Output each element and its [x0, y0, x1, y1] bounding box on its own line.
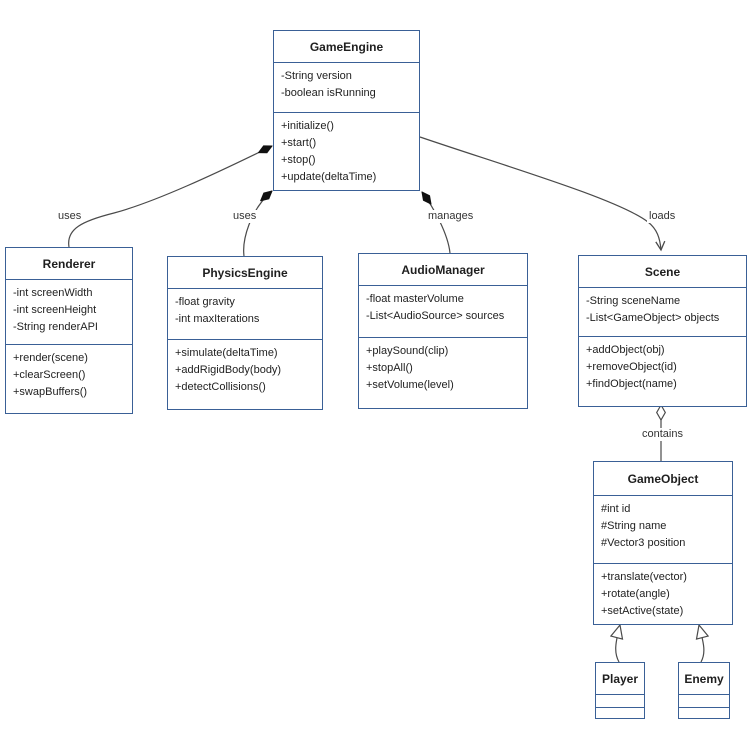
- attributes-compartment: -float masterVolume -List<AudioSource> so…: [359, 285, 527, 337]
- methods-compartment: +translate(vector) +rotate(angle) +setActi…: [594, 563, 732, 624]
- methods-compartment: +simulate(deltaTime) +addRigidBody(body) +…: [168, 339, 322, 409]
- method-line: +stopAll(): [366, 362, 413, 374]
- method-line: +start(): [281, 137, 317, 149]
- methods-compartment: +addObject(obj) +removeObject(id) +findObj…: [579, 336, 746, 406]
- attributes-compartment: -int screenWidth -int screenHeight -String…: [6, 279, 132, 344]
- class-box-physicsengine[interactable]: PhysicsEngine -float gravity -int maxIter…: [167, 256, 323, 410]
- attribute-line: -float masterVolume: [366, 293, 464, 305]
- edge-label-manages: manages: [426, 210, 476, 223]
- methods-compartment: +playSound(clip) +stopAll() +setVolume(lev…: [359, 337, 527, 408]
- method-line: +setActive(state): [601, 605, 684, 617]
- methods-compartment-empty: [679, 707, 729, 718]
- class-box-gameengine[interactable]: GameEngine -String version -boolean isRun…: [273, 30, 420, 191]
- method-line: +playSound(clip): [366, 345, 449, 357]
- edge-label-loads: loads: [647, 210, 678, 223]
- attributes-compartment-empty: [596, 694, 644, 707]
- method-line: +findObject(name): [586, 378, 677, 390]
- methods-compartment: +initialize() +start() +stop() +update(delt…: [274, 112, 419, 190]
- method-line: +addRigidBody(body): [175, 364, 282, 376]
- attribute-line: #String name: [601, 520, 667, 532]
- method-line: +stop(): [281, 154, 316, 166]
- method-line: +setVolume(level): [366, 379, 454, 391]
- edge-physicsengine-uses-gameengine[interactable]: [243, 191, 272, 257]
- class-box-audiomanager[interactable]: AudioManager -float masterVolume -List<Au…: [358, 253, 528, 409]
- edge-label-uses-physics: uses: [231, 210, 259, 223]
- attribute-line: -int screenHeight: [13, 304, 97, 316]
- class-box-gameobject[interactable]: GameObject #int id #String name #Vector3 p…: [593, 461, 733, 625]
- attribute-line: -String version: [281, 70, 352, 82]
- method-line: +render(scene): [13, 352, 88, 364]
- edge-player-extends-gameobject[interactable]: [616, 625, 620, 663]
- methods-compartment-empty: [596, 707, 644, 718]
- method-line: +translate(vector): [601, 571, 687, 583]
- attribute-line: -boolean isRunning: [281, 87, 376, 99]
- class-name: PhysicsEngine: [202, 265, 288, 280]
- method-line: +initialize(): [281, 120, 334, 132]
- method-line: +clearScreen(): [13, 369, 86, 381]
- edge-gameengine-loads-scene[interactable]: [419, 136, 666, 252]
- edge-label-uses-renderer: uses: [56, 210, 84, 223]
- method-line: +update(deltaTime): [281, 171, 377, 183]
- attributes-compartment: -float gravity -int maxIterations: [168, 288, 322, 339]
- class-box-enemy[interactable]: Enemy: [678, 662, 730, 719]
- class-box-player[interactable]: Player: [595, 662, 645, 719]
- class-name: GameEngine: [309, 39, 384, 54]
- class-name: Enemy: [684, 671, 724, 686]
- attributes-compartment: -String sceneName -List<GameObject> objec…: [579, 287, 746, 336]
- method-line: +simulate(deltaTime): [175, 347, 278, 359]
- class-box-scene[interactable]: Scene -String sceneName -List<GameObject>…: [578, 255, 747, 407]
- edge-renderer-uses-gameengine[interactable]: [68, 146, 272, 248]
- attribute-line: #int id: [601, 503, 631, 515]
- class-name: Player: [601, 671, 639, 686]
- attribute-line: -List<AudioSource> sources: [366, 310, 505, 322]
- class-name: GameObject: [627, 471, 699, 486]
- method-line: +rotate(angle): [601, 588, 670, 600]
- attribute-line: -String renderAPI: [13, 321, 98, 333]
- edge-enemy-extends-gameobject[interactable]: [699, 625, 704, 663]
- method-line: +swapBuffers(): [13, 386, 88, 398]
- method-line: +removeObject(id): [586, 361, 677, 373]
- attributes-compartment: -String version -boolean isRunning: [274, 62, 419, 112]
- attribute-line: -int maxIterations: [175, 313, 260, 325]
- attribute-line: -int screenWidth: [13, 287, 93, 299]
- class-box-renderer[interactable]: Renderer -int screenWidth -int screenHeig…: [5, 247, 133, 414]
- attribute-line: -float gravity: [175, 296, 235, 308]
- edge-label-contains: contains: [640, 428, 685, 441]
- attributes-compartment: #int id #String name #Vector3 position: [594, 495, 732, 563]
- attribute-line: #Vector3 position: [601, 537, 686, 549]
- method-line: +detectCollisions(): [175, 381, 266, 393]
- attributes-compartment-empty: [679, 694, 729, 707]
- attribute-line: -String sceneName: [586, 295, 681, 307]
- class-name: Scene: [644, 264, 681, 279]
- class-name: AudioManager: [401, 262, 485, 277]
- methods-compartment: +render(scene) +clearScreen() +swapBuffers…: [6, 344, 132, 413]
- attribute-line: -List<GameObject> objects: [586, 312, 720, 324]
- method-line: +addObject(obj): [586, 344, 665, 356]
- class-name: Renderer: [42, 256, 96, 271]
